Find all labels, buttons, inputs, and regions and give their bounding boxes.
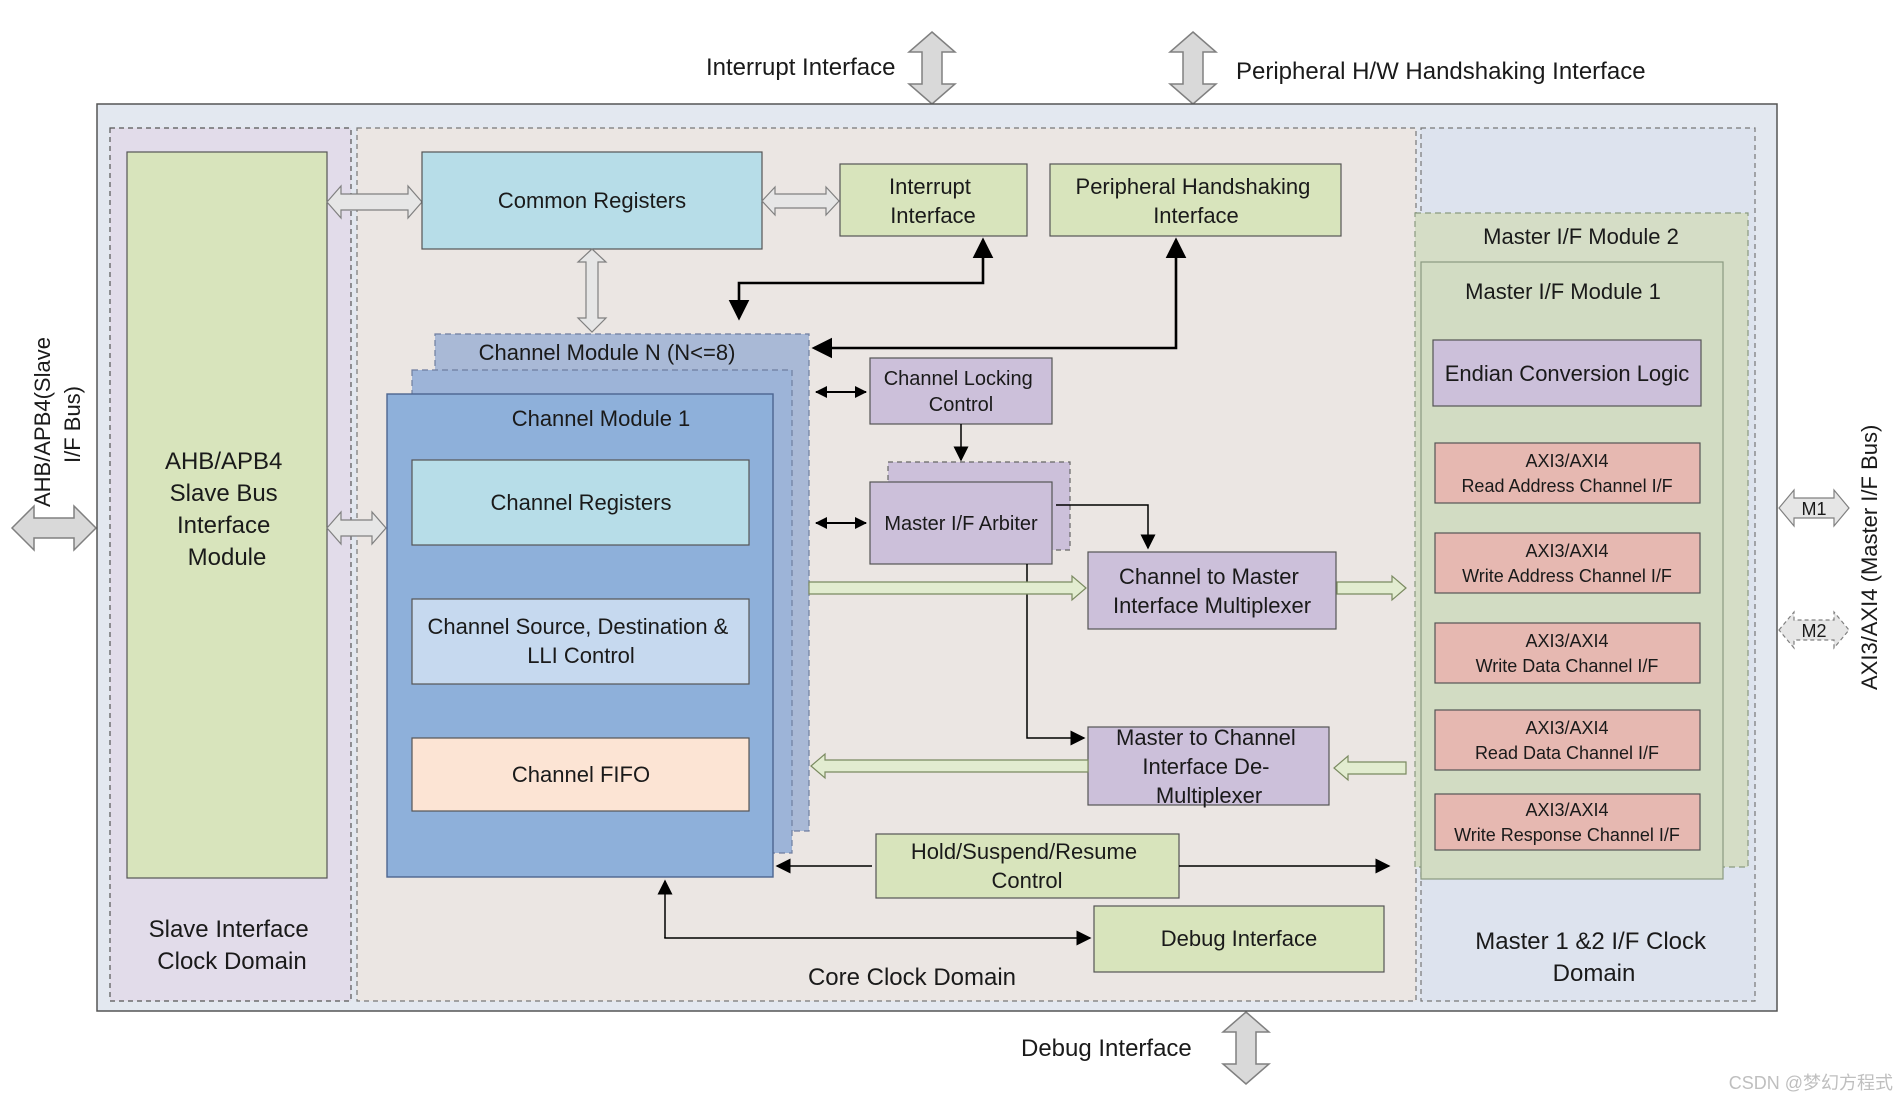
channel-src-dst-lli-control: [411, 598, 750, 685]
debug-interface-bottom-label: Debug Interface: [1021, 1035, 1192, 1062]
axi-channel-5: Write Response Channel I/F: [1454, 825, 1680, 845]
interrupt-interface-block-label: Interrupt Interface: [889, 174, 977, 228]
ahb-bus-double-arrow: [10, 504, 98, 552]
endian-conversion-logic: [1432, 339, 1702, 407]
peripheral-handshaking-block: [1049, 163, 1342, 237]
channel-module-1-label: Channel Module 1: [512, 406, 691, 431]
slave-bus-interface-module: [126, 151, 328, 879]
axi-prefix-4: AXI3/AXI4: [1525, 718, 1608, 738]
peripheral-hw-handshaking-label: Peripheral H/W Handshaking Interface: [1236, 58, 1646, 85]
arbiter-to-mux-arrow: [1056, 504, 1156, 550]
demux-to-channel-hollow-arrow: [810, 752, 1089, 780]
channel-src-dst-label: Channel Source, Destination & LLI Contro…: [428, 614, 735, 668]
mux-to-master-hollow-arrow: [1336, 574, 1407, 602]
m1-double-arrow: [1778, 488, 1850, 528]
master-to-ch-demux-label: Master to Channel Interface De- Multiple…: [1116, 725, 1302, 808]
ahb-bus-label: AHB/APB4(Slave I/F Bus): [30, 331, 85, 507]
master-domain-label: Master 1 &2 I/F Clock Domain: [1475, 928, 1712, 987]
common-registers-label: Common Registers: [498, 188, 686, 213]
watermark-text: CSDN @梦幻方程式: [1729, 1073, 1893, 1093]
channel-to-master-mux: [1087, 551, 1337, 630]
master-module-2-label: Master I/F Module 2: [1483, 224, 1679, 249]
master-arbiter-label: Master I/F Arbiter: [884, 513, 1038, 535]
axi-prefix-3: AXI3/AXI4: [1525, 631, 1608, 651]
interrupt-interface-double-arrow: [906, 31, 958, 105]
channel-to-mux-hollow-arrow: [808, 574, 1087, 602]
master-to-channel-demux: [1087, 726, 1330, 806]
axi-prefix-2: AXI3/AXI4: [1525, 541, 1608, 561]
channel-fifo: [411, 737, 750, 812]
axi-channel-1: Read Address Channel I/F: [1461, 476, 1672, 496]
handshaking-connection-arrow: [811, 237, 1187, 359]
master-to-demux-hollow-arrow: [1333, 754, 1407, 782]
master-module-1-label: Master I/F Module 1: [1465, 279, 1661, 304]
m2-label: M2: [1801, 621, 1826, 641]
peripheral-handshaking-double-arrow: [1167, 31, 1219, 105]
slave-to-channel-arrow: [326, 510, 387, 546]
channel-registers-label: Channel Registers: [491, 490, 672, 515]
axi-channel-2: Write Address Channel I/F: [1462, 566, 1672, 586]
common-to-channel-vertical-arrow: [576, 248, 608, 333]
debug-interface-double-arrow: [1220, 1011, 1272, 1085]
channel-module-n-label: Channel Module N (N<=8): [479, 340, 736, 365]
m2-double-arrow: [1778, 610, 1850, 650]
channel-registers: [411, 459, 750, 546]
axi-prefix-5: AXI3/AXI4: [1525, 800, 1608, 820]
m1-label: M1: [1801, 499, 1826, 519]
master-if-arbiter: [869, 481, 1053, 565]
core-domain-label: Core Clock Domain: [808, 964, 1016, 991]
interrupt-interface-block: [839, 163, 1028, 237]
interrupt-interface-top-label: Interrupt Interface: [706, 54, 895, 81]
hold-suspend-resume-control: [875, 833, 1180, 899]
slave-bus-module-label: AHB/APB4 Slave Bus Interface Module: [165, 448, 289, 571]
hold-suspend-label: Hold/Suspend/Resume Control: [911, 839, 1143, 893]
axi-channel-4: Read Data Channel I/F: [1475, 743, 1659, 763]
common-registers: [421, 151, 763, 250]
axi-prefix-1: AXI3/AXI4: [1525, 451, 1608, 471]
slave-domain-label: Slave Interface Clock Domain: [149, 916, 316, 975]
channel-fifo-label: Channel FIFO: [512, 762, 650, 787]
axi-bus-label: AXI3/AXI4 (Master I/F Bus): [1857, 425, 1882, 690]
channel-locking-label: Channel Locking Control: [884, 368, 1039, 416]
arbiter-to-demux-arrow: [1026, 564, 1086, 746]
peripheral-handshaking-block-label: Peripheral Handshaking Interface: [1076, 174, 1317, 228]
debug-interface-block-label: Debug Interface: [1161, 926, 1318, 951]
ch-to-master-mux-label: Channel to Master Interface Multiplexer: [1113, 564, 1311, 618]
debug-interface-block: [1093, 905, 1385, 973]
axi-channel-3: Write Data Channel I/F: [1476, 656, 1659, 676]
common-to-interrupt-arrow: [761, 185, 840, 217]
endian-label: Endian Conversion Logic: [1445, 361, 1690, 386]
